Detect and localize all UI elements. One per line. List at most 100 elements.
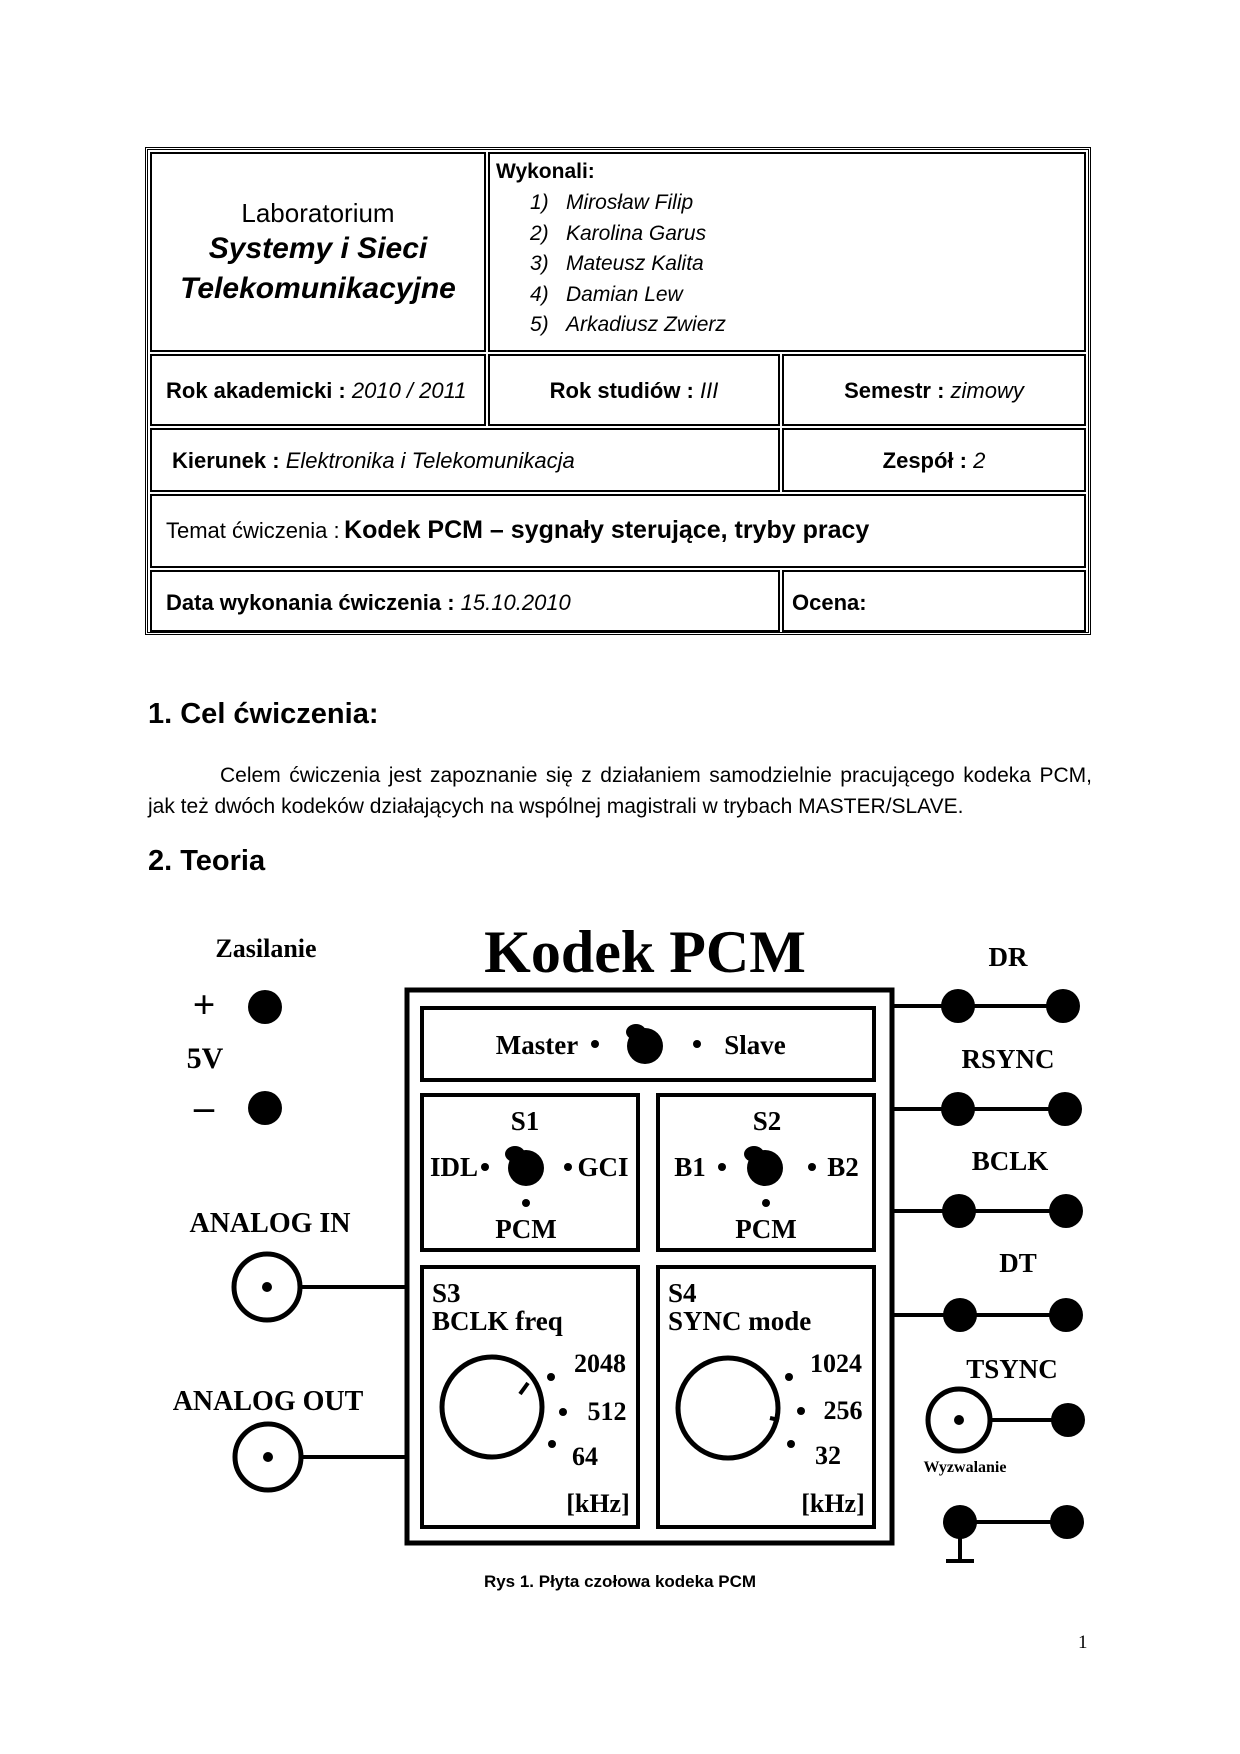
slave-label: Slave: [724, 1030, 786, 1060]
s2-b2-label: B2: [827, 1152, 859, 1182]
analog-in-label: ANALOG IN: [189, 1208, 350, 1239]
author-number: 3): [530, 252, 549, 275]
s1-label: S1: [511, 1106, 540, 1136]
zespol-cell: Zespół : 2: [782, 428, 1086, 492]
s3-opt-64: 64: [572, 1442, 598, 1471]
semestr-label: Semestr :: [844, 378, 945, 403]
temat-value: Kodek PCM – sygnały sterujące, tryby pra…: [344, 516, 870, 544]
s3-bclk-freq-label: BCLK freq: [432, 1306, 563, 1336]
s3-opt-512: 512: [588, 1397, 627, 1426]
s4-box: [656, 1265, 876, 1529]
s4-rotary-knob[interactable]: [675, 1355, 781, 1461]
bclk-terminal-outer[interactable]: [1049, 1194, 1083, 1228]
s2-bottom-dot: [762, 1199, 770, 1207]
s2-b1-label: B1: [674, 1152, 706, 1182]
s3-opt-2048: 2048: [574, 1349, 626, 1378]
section-2-title: 2. Teoria: [148, 845, 266, 877]
plus-label: +: [193, 982, 216, 1027]
power-plus-terminal[interactable]: [248, 990, 282, 1024]
s3-rotary-knob[interactable]: [439, 1354, 545, 1460]
section-1-title: 1. Cel ćwiczenia:: [148, 698, 379, 730]
zespol-label: Zespół :: [882, 448, 967, 473]
author-item: 4) Damian Lew: [530, 280, 726, 311]
s1-idl-label: IDL: [430, 1152, 478, 1182]
figure-caption: Rys 1. Płyta czołowa kodeka PCM: [483, 1572, 757, 1591]
rsync-label: RSYNC: [961, 1044, 1054, 1074]
bclk-terminal-inner[interactable]: [942, 1194, 976, 1228]
semestr-value: zimowy: [950, 378, 1024, 403]
author-number: 1): [530, 191, 549, 214]
rsync-terminal-inner[interactable]: [941, 1092, 975, 1126]
ocena-label: Ocena:: [792, 590, 867, 615]
author-name: Arkadiusz Zwierz: [566, 313, 726, 336]
slave-dot: [693, 1040, 701, 1048]
author-name: Mateusz Kalita: [566, 252, 704, 275]
s1-gci-label: GCI: [577, 1152, 628, 1182]
lab-subject-line1: Systemy i Sieci: [208, 232, 428, 265]
rok-akademicki-cell: Rok akademicki : 2010 / 2011: [150, 354, 486, 426]
kierunek-value: Elektronika i Telekomunikacja: [285, 448, 575, 473]
author-number: 4): [530, 282, 549, 306]
data-label: Data wykonania ćwiczenia :: [166, 590, 455, 615]
s1-bottom-dot: [522, 1199, 530, 1207]
lab-cell: Laboratorium Systemy i Sieci Telekomunik…: [150, 152, 486, 352]
master-slave-box: [420, 1006, 876, 1082]
rsync-terminal-outer[interactable]: [1048, 1092, 1082, 1126]
ocena-cell: Ocena:: [782, 570, 1086, 632]
s3-box: [420, 1265, 640, 1529]
dr-terminal-outer[interactable]: [1046, 989, 1080, 1023]
rok-studiow-cell: Rok studiów : III: [488, 354, 780, 426]
s4-opt-1024: 1024: [810, 1349, 862, 1378]
ground-terminal-inner[interactable]: [943, 1505, 977, 1539]
s4-opt3-dot: [787, 1440, 795, 1448]
lab-title: Laboratorium: [241, 198, 395, 228]
dt-terminal-inner[interactable]: [943, 1298, 977, 1332]
kierunek-cell: Kierunek : Elektronika i Telekomunikacja: [150, 428, 780, 492]
section-1-body: Celem ćwiczenia jest zapoznanie się z dz…: [148, 764, 1092, 818]
voltage-label: 5V: [187, 1042, 224, 1075]
dt-label: DT: [999, 1248, 1037, 1278]
s1-toggle-switch[interactable]: [505, 1146, 544, 1186]
rok-studiow-value: III: [700, 378, 719, 403]
tsync-terminal[interactable]: [1051, 1403, 1085, 1437]
dr-terminal-inner[interactable]: [941, 989, 975, 1023]
s3-opt2-dot: [559, 1408, 567, 1416]
author-item: 3) Mateusz Kalita: [530, 249, 726, 280]
page-number: 1: [1078, 1632, 1088, 1653]
rok-studiow-label: Rok studiów :: [549, 378, 694, 403]
s2-right-dot: [808, 1163, 816, 1171]
s3-unit: [kHz]: [566, 1489, 630, 1518]
s3-label: S3: [432, 1278, 461, 1308]
s4-unit: [kHz]: [801, 1489, 865, 1518]
analog-out-label: ANALOG OUT: [173, 1386, 364, 1417]
s2-pcm-label: PCM: [735, 1214, 796, 1244]
s4-label: S4: [668, 1278, 697, 1308]
minus-label: –: [193, 1084, 215, 1129]
authors-label: Wykonali:: [496, 160, 595, 183]
s3-opt1-dot: [547, 1373, 555, 1381]
author-number: 2): [530, 221, 549, 245]
s4-opt2-dot: [797, 1407, 805, 1415]
author-name: Damian Lew: [566, 282, 683, 306]
s4-opt1-dot: [785, 1373, 793, 1381]
dt-terminal-outer[interactable]: [1049, 1298, 1083, 1332]
bclk-label: BCLK: [972, 1146, 1049, 1176]
power-minus-terminal[interactable]: [248, 1091, 282, 1125]
wyzwalanie-label: Wyzwalanie: [924, 1459, 1007, 1476]
header-table: Laboratorium Systemy i Sieci Telekomunik…: [145, 147, 1091, 635]
section-1-text: Celem ćwiczenia jest zapoznanie się z dz…: [148, 760, 1092, 822]
dr-label: DR: [989, 942, 1028, 972]
author-item: 2) Karolina Garus: [530, 219, 726, 250]
main-panel: [404, 987, 895, 1546]
s1-right-dot: [564, 1163, 572, 1171]
tsync-bnc-pin: [954, 1415, 964, 1425]
ground-terminal-outer[interactable]: [1050, 1505, 1084, 1539]
pcm-codec-front-panel: Kodek PCM Zasilanie + 5V – ANALOG IN ANA…: [173, 919, 1085, 1563]
author-name: Karolina Garus: [566, 221, 707, 245]
master-slave-toggle[interactable]: [626, 1024, 663, 1064]
s2-toggle-switch[interactable]: [744, 1146, 783, 1186]
author-item: 5)Arkadiusz Zwierz: [530, 310, 726, 341]
s4-sync-mode-label: SYNC mode: [668, 1306, 811, 1336]
